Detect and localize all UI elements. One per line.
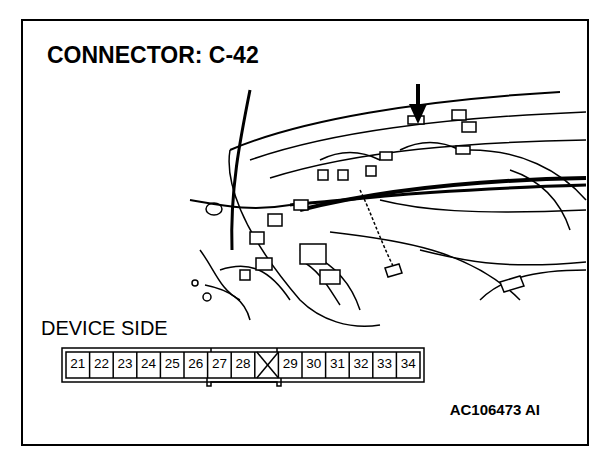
pin-number: 21 [68, 357, 89, 371]
dashboard-drawing [190, 90, 586, 326]
pin-number: 26 [186, 357, 207, 371]
pin-number: 32 [351, 357, 372, 371]
pin-number: 23 [115, 357, 136, 371]
pin-number: 25 [162, 357, 183, 371]
connector-face [62, 348, 424, 386]
pin-number: 27 [209, 357, 230, 371]
pin-number: 28 [233, 357, 254, 371]
pin-number: 22 [91, 357, 112, 371]
cell-divider [254, 352, 256, 378]
pin-number: 34 [398, 357, 419, 371]
pin-number: 31 [327, 357, 348, 371]
pointer-arrow [409, 84, 427, 124]
pin-number: 24 [138, 357, 159, 371]
pin-number: 30 [304, 357, 325, 371]
pin-number: 33 [374, 357, 395, 371]
connector-title: CONNECTOR: C-42 [47, 44, 259, 67]
figure-code: AC106473 AI [450, 402, 540, 417]
pin-number: 29 [280, 357, 301, 371]
side-label: DEVICE SIDE [41, 318, 168, 338]
frame [22, 20, 588, 445]
